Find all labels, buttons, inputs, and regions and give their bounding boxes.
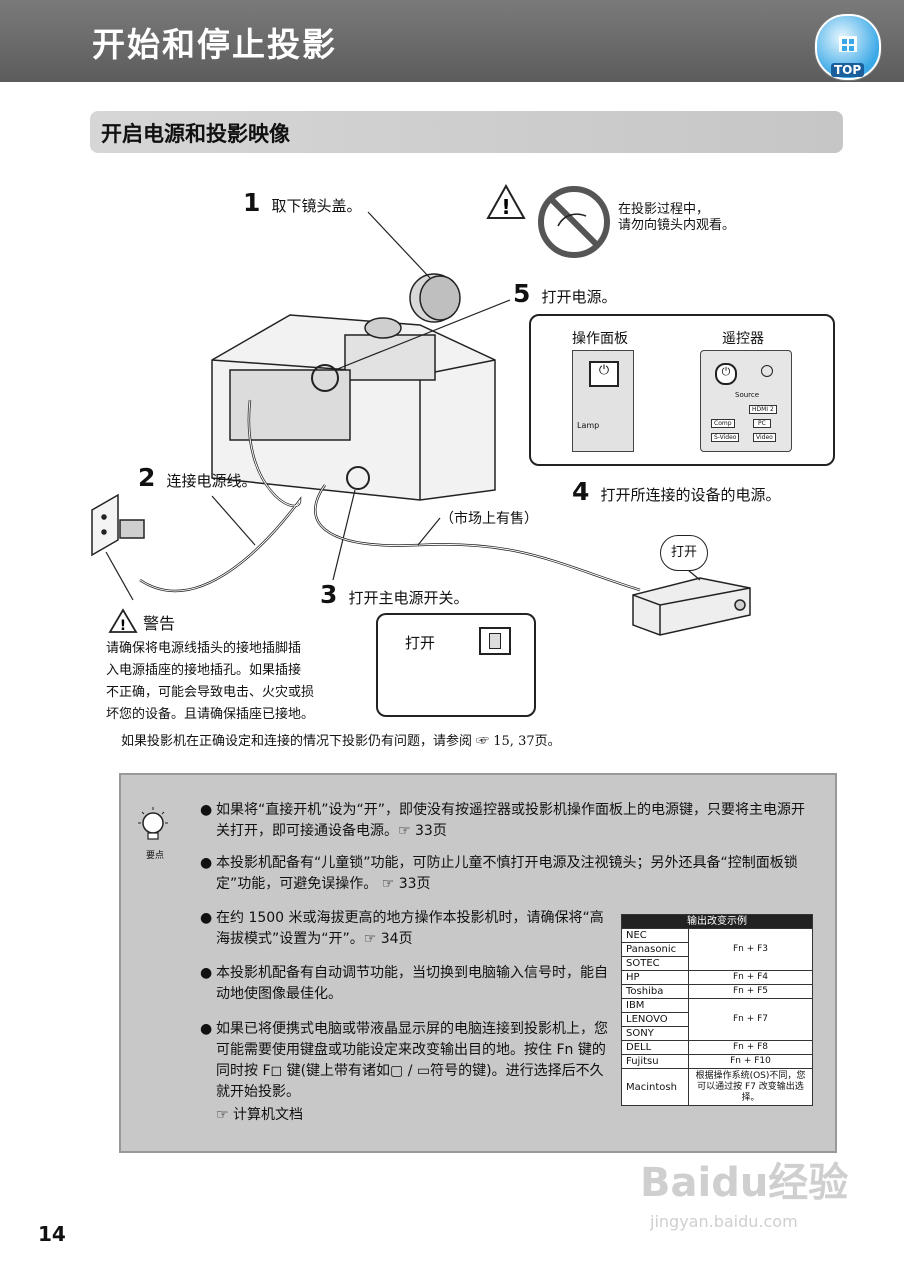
on-bubble: 打开 [660, 535, 708, 571]
computer-doc-link[interactable]: ☞ 计算机文档 [216, 1107, 304, 1123]
warning-line: 请确保将电源线插头的接地插脚插 [106, 641, 302, 656]
step-2: 2 连接电源线。 [138, 463, 257, 492]
brand-cell: SONY [621, 1026, 689, 1041]
brand-cell: NEC [621, 928, 689, 943]
step-2-text: 连接电源线。 [166, 472, 257, 490]
step-4-text: 打开所连接的设备的电源。 [600, 486, 781, 504]
warning-text: 请确保将电源线插头的接地插脚插 入电源插座的接地插孔。如果插接 不正确，可能会导… [106, 638, 314, 726]
switch-label: 打开 [405, 634, 436, 652]
keys-cell: Fn + F7 [688, 998, 813, 1041]
brand-cell: LENOVO [621, 1012, 689, 1027]
warning-title: 警告 [143, 614, 176, 633]
comp-button[interactable]: Comp [711, 419, 735, 428]
tip-text-2: 本投影机配备有“儿童锁”功能，可防止儿童不慎打开电源及注视镜头；另外还具备“控制… [216, 855, 798, 892]
step-3-text: 打开主电源开关。 [348, 589, 469, 607]
step-5-text: 打开电源。 [541, 288, 617, 306]
top-label[interactable]: TOP [831, 63, 865, 77]
page-number: 14 [38, 1222, 66, 1246]
keys-cell: Fn + F5 [688, 984, 813, 999]
brand-cell: Panasonic [621, 942, 689, 957]
switch-box [376, 613, 536, 717]
main-switch-icon[interactable] [479, 627, 511, 655]
brand-cell: SOTEC [621, 956, 689, 971]
video-button[interactable]: Video [753, 433, 776, 442]
reference-note: 如果投影机在正确设定和连接的情况下投影仍有问题，请参阅 ☞ 15, 37页。 [121, 734, 561, 749]
brand-cell: DELL [621, 1040, 689, 1055]
section-bar [90, 111, 843, 153]
market-label: （市场上有售） [440, 511, 538, 527]
step-1-number: 1 [243, 188, 261, 217]
no-look-icon [538, 186, 610, 258]
svg-text:!: ! [120, 618, 126, 634]
hdmi-button[interactable]: HDMI 2 [749, 405, 777, 414]
tip-text-3: 在约 1500 米或海拔更高的地方操作本投影机时，请确保将“高海拔模式”设置为“… [216, 910, 604, 947]
tip-item-3: ● 在约 1500 米或海拔更高的地方操作本投影机时，请确保将“高海拔模式”设置… [200, 908, 610, 950]
external-device-illustration [632, 577, 751, 636]
home-icon [839, 36, 857, 52]
tip-item-2: ● 本投影机配备有“儿童锁”功能，可防止儿童不慎打开电源及注视镜头；另外还具备“… [200, 853, 810, 895]
keys-cell: 根据操作系统(OS)不同，您可以通过按 F7 改变输出选择。 [688, 1068, 813, 1106]
warning-line: 坏您的设备。且请确保插座已接地。 [106, 707, 315, 722]
tips-icon-label: 要点 [146, 851, 165, 861]
remote-power-icon[interactable]: ⏻ [715, 363, 737, 385]
tip-text-4: 本投影机配备有自动调节功能，当切换到电脑输入信号时，能自动地使图像最佳化。 [216, 965, 608, 1002]
keys-cell: Fn + F8 [688, 1040, 813, 1055]
setup-illustration [91, 211, 751, 636]
power-button-icon[interactable]: ⏻ [589, 361, 619, 387]
warning-line: 不正确，可能会导致电击、火灾或损 [106, 685, 315, 700]
step-1-text: 取下镜头盖。 [271, 197, 362, 215]
brand-cell: Macintosh [621, 1068, 689, 1106]
step-5-number: 5 [513, 279, 531, 308]
lamp-label: Lamp [577, 421, 600, 430]
tip-text-1: 如果将“直接开机”设为“开”，即使没有按遥控器或投影机操作面板上的电源键，只要将… [216, 802, 806, 839]
source-label: Source [735, 391, 760, 399]
step-1: 1 取下镜头盖。 [243, 188, 362, 217]
operation-panel-label: 操作面板 [572, 331, 628, 347]
watermark-url: jingyan.baidu.com [650, 1212, 798, 1231]
brand-cell: Fujitsu [621, 1054, 689, 1069]
section-title: 开启电源和投影映像 [101, 122, 290, 146]
caution-line-1: 在投影过程中， [618, 202, 710, 217]
top-button[interactable] [815, 14, 881, 80]
page-header [0, 0, 904, 82]
svg-text:!: ! [501, 195, 510, 219]
brand-cell: IBM [621, 998, 689, 1013]
step-3-number: 3 [320, 580, 338, 609]
operation-panel-illustration: ⏻ Lamp [572, 350, 634, 452]
brand-cell: HP [621, 970, 689, 985]
tip-item-5: ● 如果已将便携式电脑或带液晶显示屏的电脑连接到投影机上，您可能需要使用键盘或功… [200, 1019, 610, 1103]
caution-text: 在投影过程中， 请勿向镜头内观看。 [618, 202, 735, 234]
step-2-number: 2 [138, 463, 156, 492]
tip-text-5: 如果已将便携式电脑或带液晶显示屏的电脑连接到投影机上，您可能需要使用键盘或功能设… [216, 1021, 608, 1100]
keys-cell: Fn + F10 [688, 1054, 813, 1069]
step-5: 5 打开电源。 [513, 279, 617, 308]
table-header: 输出改变示例 [621, 914, 813, 929]
keys-cell: Fn + F4 [688, 970, 813, 985]
watermark-logo: Baidu经验 [640, 1160, 849, 1206]
wall-outlet-illustration [91, 493, 145, 557]
pc-button[interactable]: PC [753, 419, 771, 428]
remote-label: 遥控器 [722, 331, 764, 347]
remote-indicator-icon [761, 365, 773, 377]
warning-triangle-icon: ! [108, 608, 138, 634]
keys-cell: Fn + F3 [688, 928, 813, 971]
remote-illustration: ⏻ Source HDMI 2 Comp PC S-Video Video [700, 350, 792, 452]
brand-cell: Toshiba [621, 984, 689, 999]
lens-cap-illustration [409, 273, 461, 323]
caution-line-2: 请勿向镜头内观看。 [618, 218, 736, 233]
step-3: 3 打开主电源开关。 [320, 580, 469, 609]
page-title: 开始和停止投影 [92, 25, 337, 64]
lightbulb-icon [138, 807, 168, 840]
tip-item-4: ● 本投影机配备有自动调节功能，当切换到电脑输入信号时，能自动地使图像最佳化。 [200, 963, 610, 1005]
step-4: 4 打开所连接的设备的电源。 [572, 477, 781, 506]
warning-line: 入电源插座的接地插孔。如果插接 [106, 663, 302, 678]
caution-triangle-icon: ! [486, 184, 526, 219]
step-4-number: 4 [572, 477, 590, 506]
svideo-button[interactable]: S-Video [711, 433, 740, 442]
tip-item-1: ● 如果将“直接开机”设为“开”，即使没有按遥控器或投影机操作面板上的电源键，只… [200, 800, 810, 842]
